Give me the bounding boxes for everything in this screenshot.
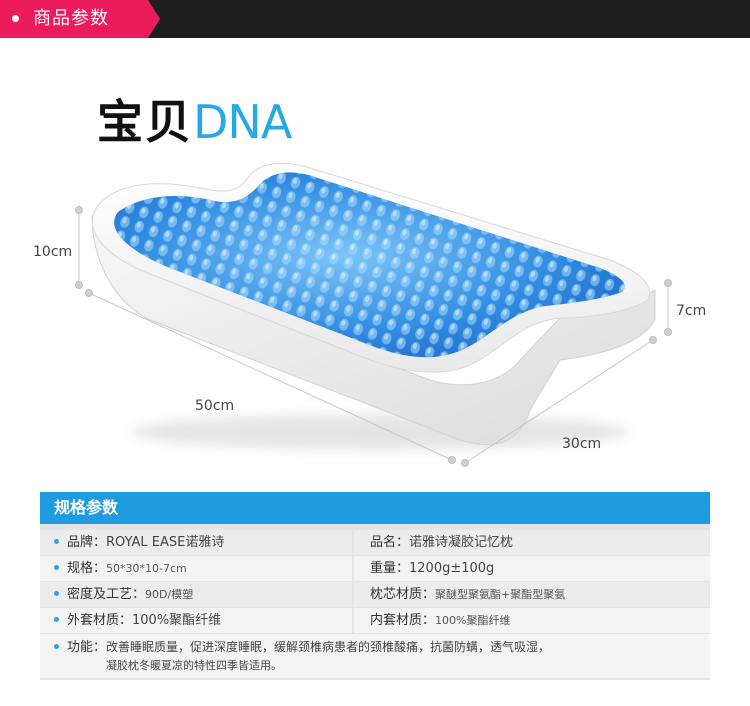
- spec-value: 100%聚酯纤维: [435, 614, 511, 627]
- spec-cell-inner-material: 内套材质：100%聚酯纤维: [354, 608, 710, 633]
- spec-table: 品牌：ROYAL EASE诺雅诗 品名：诺雅诗凝胶记忆枕 规格：50*30*10…: [40, 530, 710, 634]
- header-dot-icon: [12, 15, 19, 22]
- bullet-icon: [54, 591, 59, 596]
- spec-value: 诺雅诗凝胶记忆枕: [409, 535, 514, 550]
- function-text-1: 改善睡眠质量，促进深度睡眠，缓解颈椎病患者的颈椎酸痛，抗菌防螨，透气吸湿，: [106, 640, 551, 654]
- spec-value: 100%聚酯纤维: [132, 613, 222, 628]
- spec-value: 1200g±100g: [409, 561, 495, 576]
- dimension-height-left: 10cm: [33, 244, 73, 260]
- spec-value: ROYAL EASE诺雅诗: [106, 535, 225, 550]
- function-label: 功能：: [67, 640, 107, 655]
- dimension-height-right: 7cm: [676, 303, 707, 319]
- header-tab: [0, 0, 160, 38]
- header-title: 商品参数: [33, 8, 109, 29]
- spec-label: 密度及工艺：: [67, 587, 146, 602]
- page-title-cn: 宝贝: [97, 95, 193, 149]
- spec-cell-size: 规格：50*30*10-7cm: [40, 556, 352, 581]
- spec-header: 规格参数: [40, 492, 710, 524]
- function-line-2: 凝胶枕冬暖夏凉的特性四季皆适用。: [106, 659, 282, 672]
- spec-row: 外套材质：100%聚酯纤维 内套材质：100%聚酯纤维: [40, 608, 710, 633]
- spec-cell-weight: 重量：1200g±100g: [354, 556, 710, 581]
- spec-cell-outer-material: 外套材质：100%聚酯纤维: [40, 608, 352, 633]
- bullet-icon: [54, 644, 59, 649]
- bullet-icon: [54, 565, 59, 570]
- spec-panel: 规格参数 品牌：ROYAL EASE诺雅诗 品名：诺雅诗凝胶记忆枕 规格：50*…: [40, 492, 710, 680]
- spec-title: 规格参数: [54, 498, 119, 517]
- spec-row: 品牌：ROYAL EASE诺雅诗 品名：诺雅诗凝胶记忆枕: [40, 530, 710, 555]
- top-header-bar: 商品参数: [0, 0, 750, 38]
- spec-row: 规格：50*30*10-7cm 重量：1200g±100g: [40, 556, 710, 581]
- spec-function-row: 功能：改善睡眠质量，促进深度睡眠，缓解颈椎病患者的颈椎酸痛，抗菌防螨，透气吸湿，…: [40, 634, 710, 678]
- spec-row: 密度及工艺：90D/模塑 枕芯材质：聚醚型聚氨酯+聚酯型聚氨: [40, 582, 710, 607]
- bullet-icon: [54, 617, 59, 622]
- spec-label: 品牌：: [67, 535, 107, 550]
- page-title-en: DNA: [193, 95, 292, 149]
- spec-value: 聚醚型聚氨酯+聚酯型聚氨: [435, 588, 566, 601]
- spec-label: 重量：: [370, 561, 410, 576]
- dimension-length: 50cm: [195, 398, 235, 414]
- spec-cell-product-name: 品名：诺雅诗凝胶记忆枕: [354, 530, 710, 555]
- dimension-width: 30cm: [562, 436, 602, 452]
- spec-label: 规格：: [67, 561, 107, 576]
- bullet-icon: [54, 539, 59, 544]
- page-title: 宝贝DNA: [97, 92, 292, 152]
- spec-cell-brand: 品牌：ROYAL EASE诺雅诗: [40, 530, 352, 555]
- spec-value: 90D/模塑: [145, 588, 194, 601]
- spec-label: 品名：: [370, 535, 410, 550]
- pillow-illustration: [75, 162, 672, 467]
- spec-cell-core-material: 枕芯材质：聚醚型聚氨酯+聚酯型聚氨: [354, 582, 710, 607]
- spec-label: 内套材质：: [370, 613, 436, 628]
- spec-value: 50*30*10-7cm: [106, 562, 187, 575]
- spec-label: 枕芯材质：: [370, 587, 436, 602]
- spec-cell-density: 密度及工艺：90D/模塑: [40, 582, 352, 607]
- function-line-1: 功能：改善睡眠质量，促进深度睡眠，缓解颈椎病患者的颈椎酸痛，抗菌防螨，透气吸湿，: [54, 639, 550, 656]
- spec-label: 外套材质：: [67, 613, 133, 628]
